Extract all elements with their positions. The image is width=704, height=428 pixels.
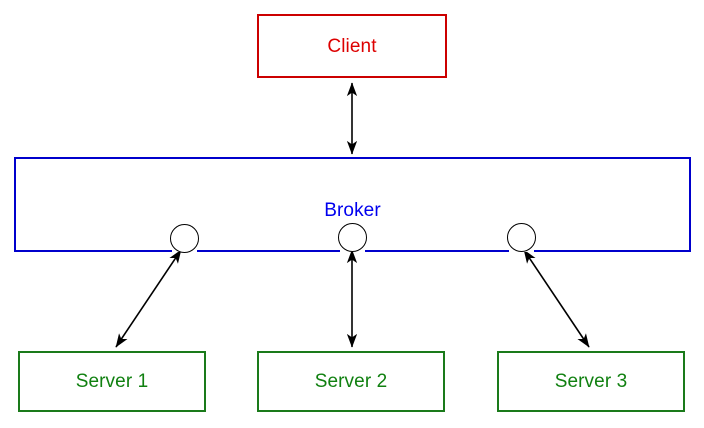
node-client-label: Client	[327, 35, 377, 57]
broker-port-2[interactable]	[338, 223, 367, 252]
broker-port-1[interactable]	[170, 224, 199, 253]
node-server-3-label: Server 3	[554, 371, 628, 392]
connector-port3-server3	[523, 249, 590, 348]
node-client[interactable]: Client	[257, 14, 447, 78]
node-server-3[interactable]: Server 3	[497, 351, 685, 412]
node-broker-label: Broker	[324, 200, 381, 221]
node-server-1[interactable]: Server 1	[18, 351, 206, 412]
node-server-2[interactable]: Server 2	[257, 351, 445, 412]
broker-port-3[interactable]	[507, 223, 536, 252]
connector-port1-server1	[115, 249, 182, 348]
node-server-1-label: Server 1	[75, 371, 149, 392]
node-server-2-label: Server 2	[314, 371, 388, 392]
